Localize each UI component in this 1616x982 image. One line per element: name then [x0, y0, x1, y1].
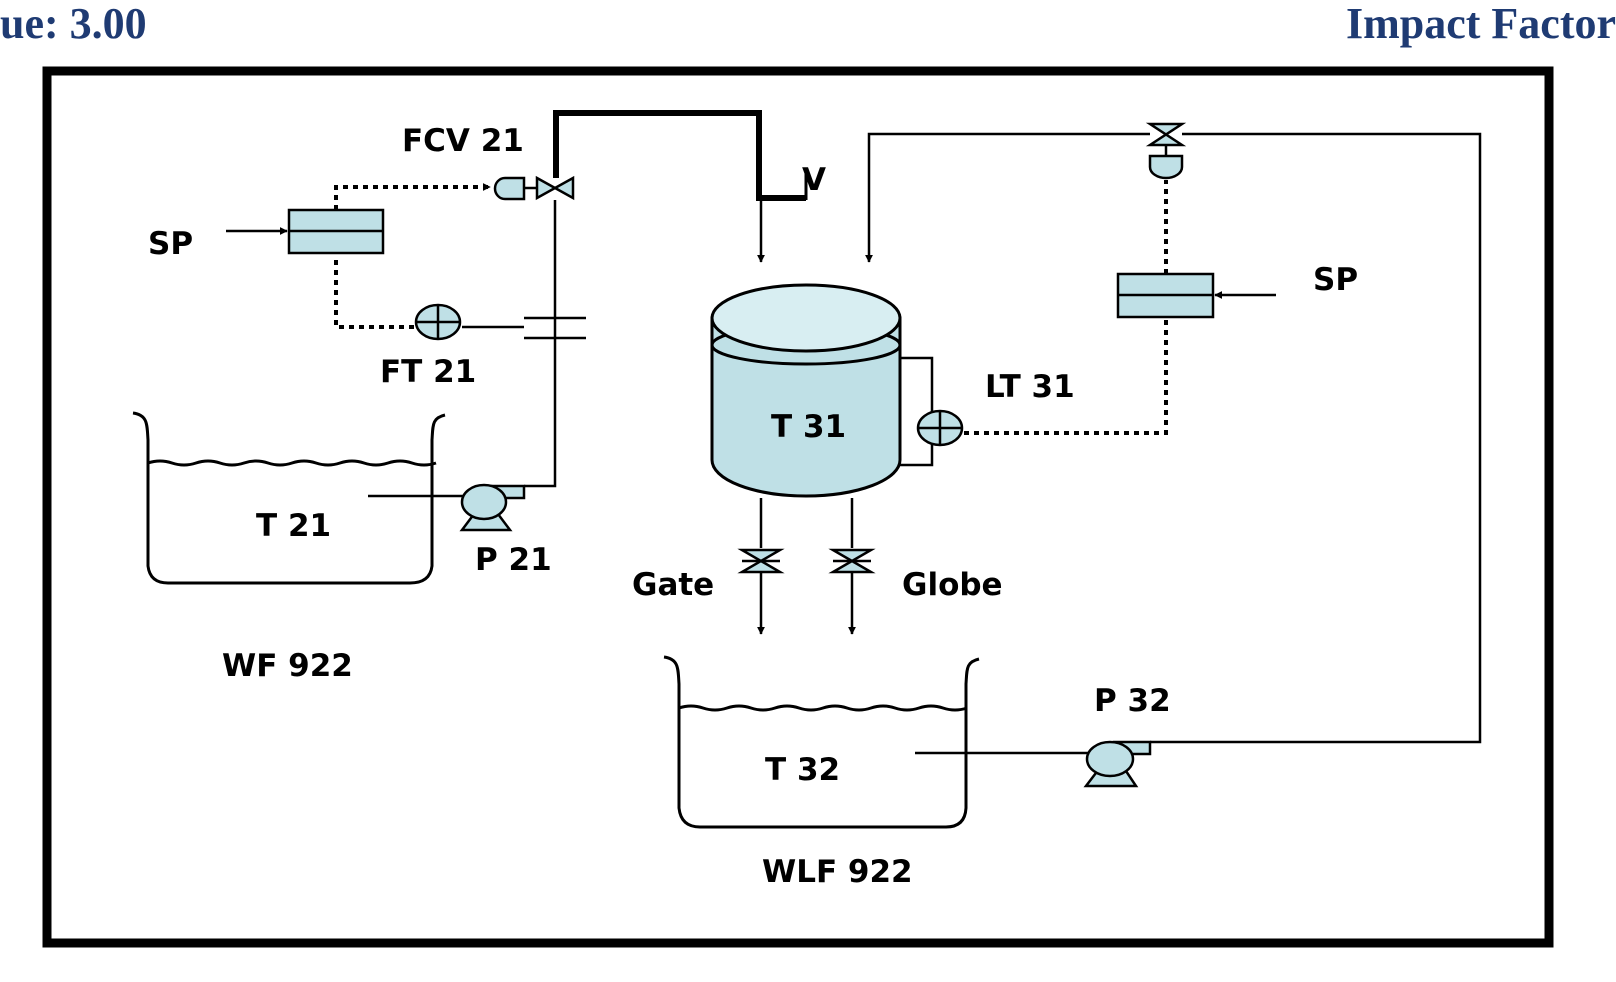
- tank-t32: [663, 655, 980, 829]
- flow-transmitter-ft21-icon: [414, 303, 462, 341]
- tank-t21: [132, 411, 446, 585]
- controller-right-icon: [1116, 272, 1215, 319]
- fcv21-actuator-icon: [493, 176, 537, 201]
- level-control-valve-actuator-icon: [1148, 145, 1184, 180]
- label-t32: T 32: [765, 752, 840, 788]
- signal-lt31-to-controller: [964, 317, 1168, 435]
- pump-p21-icon: [459, 483, 526, 532]
- label-v: V: [802, 162, 826, 198]
- diagram-frame: [42, 66, 1554, 948]
- label-p21: P 21: [475, 542, 552, 578]
- orifice-plate-icon: [524, 316, 586, 340]
- label-t31: T 31: [771, 409, 846, 445]
- signal-ft21-to-controller: [334, 255, 414, 329]
- controller-left-icon: [287, 208, 385, 255]
- signal-controller-to-fcv21: [334, 183, 491, 210]
- level-tap-line: [900, 356, 934, 467]
- level-control-valve-icon: [1145, 122, 1187, 147]
- level-transmitter-lt31-icon: [916, 409, 964, 447]
- globe-valve-outlet: [828, 498, 876, 635]
- header-impact-factor-text: Impact Factor: [1345, 0, 1616, 48]
- return-pipe: [865, 132, 1150, 263]
- pump-p32-icon: [1083, 740, 1152, 788]
- label-gate: Gate: [632, 567, 714, 603]
- feed-pipe-to-t31: [553, 110, 806, 201]
- label-wf922: WF 922: [222, 648, 353, 684]
- label-sp-right: SP: [1313, 262, 1358, 298]
- label-fcv21: FCV 21: [402, 123, 524, 159]
- label-sp-left: SP: [148, 226, 193, 262]
- label-lt31: LT 31: [985, 369, 1075, 405]
- return-pipe-right: [1150, 132, 1482, 744]
- header-volume-text: ue: 3.00: [0, 0, 147, 48]
- fcv21-valve-icon: [535, 175, 575, 201]
- label-globe: Globe: [902, 567, 1003, 603]
- discharge-line-p21: [524, 200, 557, 488]
- label-wlf922: WLF 922: [762, 854, 913, 890]
- label-p32: P 32: [1094, 683, 1171, 719]
- label-ft21: FT 21: [380, 354, 476, 390]
- tank-t31: [710, 283, 902, 498]
- label-t21: T 21: [256, 508, 331, 544]
- gate-valve-outlet: [737, 498, 785, 635]
